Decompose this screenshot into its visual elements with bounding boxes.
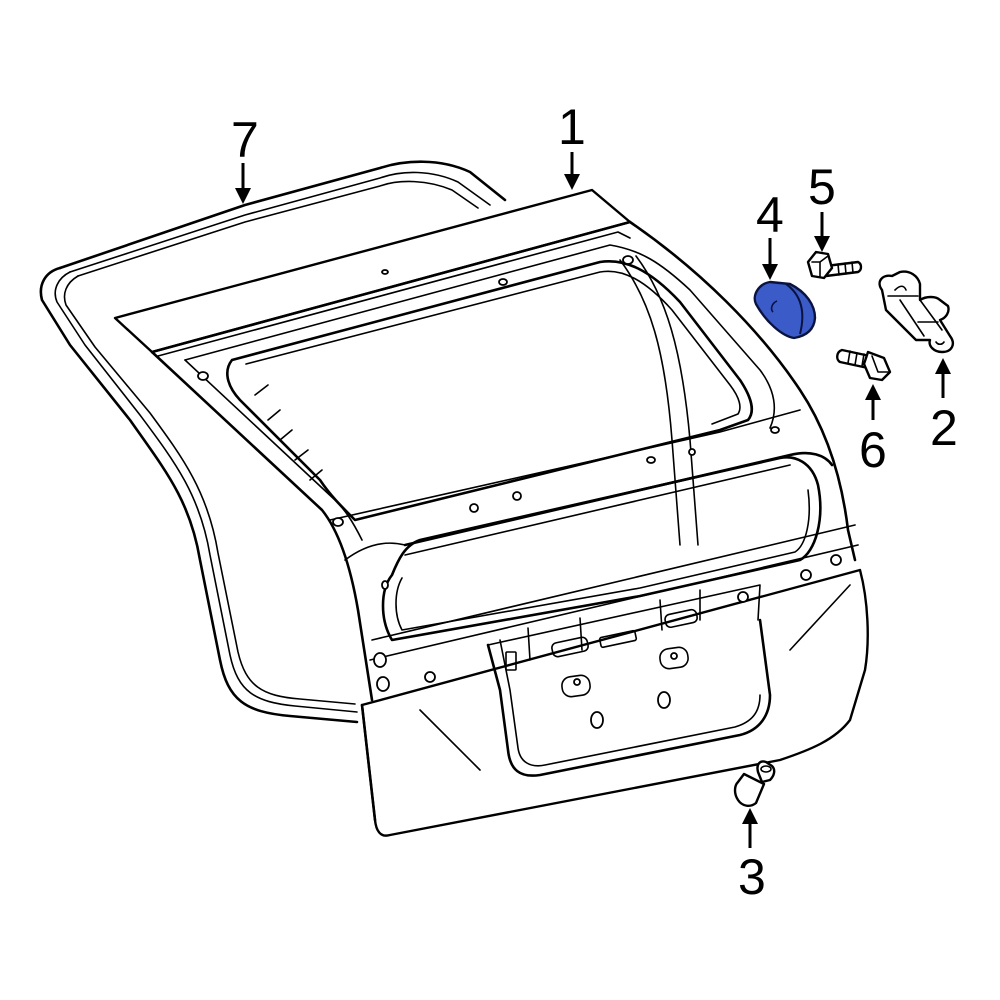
striker-part-2[interactable]	[878, 270, 954, 354]
cushion-part-4-highlighted[interactable]	[753, 280, 817, 340]
callout-number-1: 1	[558, 99, 586, 155]
stud-bolt-part-6[interactable]	[836, 348, 892, 382]
callout-number-7: 7	[231, 112, 259, 168]
bumper-part-3[interactable]	[733, 760, 776, 808]
callout-number-4: 4	[756, 187, 784, 243]
callout-arrows	[235, 152, 951, 848]
bolt-part-5[interactable]	[806, 250, 863, 280]
callout-number-2: 2	[930, 400, 958, 456]
liftgate-panel-part-1[interactable]	[113, 188, 869, 837]
callout-number-6: 6	[859, 422, 887, 478]
callout-number-3: 3	[738, 849, 766, 905]
weatherstrip-part-7[interactable]	[39, 160, 507, 724]
callout-number-5: 5	[808, 159, 836, 215]
panel-mounting-holes	[197, 255, 842, 729]
